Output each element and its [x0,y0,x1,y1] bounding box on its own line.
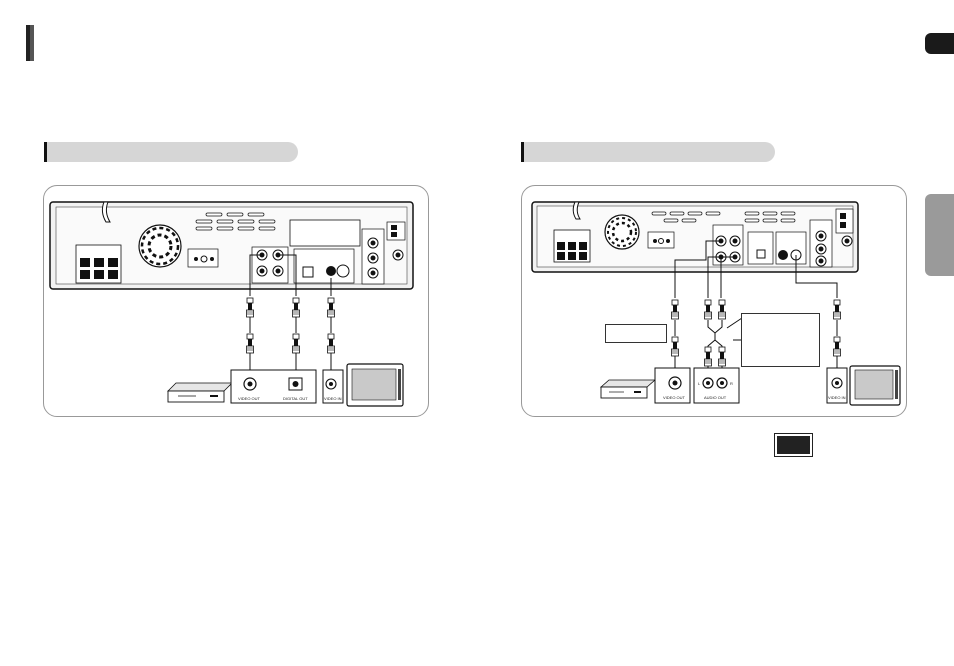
chapter-side-tab[interactable] [925,194,954,276]
note-badge [774,433,813,457]
callout-box-video [605,324,667,343]
language-tab[interactable] [925,33,954,54]
video-output-panel-right: VIDEO OUT [654,367,691,404]
page-title-marker [26,25,34,61]
source-device-right [599,379,657,399]
section-header-left [44,142,298,162]
label-audio-l: L [698,381,701,386]
section-header-right [521,142,775,162]
label-audio-r: R [730,381,733,386]
section-header-right-stripe [521,142,524,162]
label-video-out-left: VIDEO OUT [238,396,261,401]
label-video-in-left: VIDEO IN [324,396,342,401]
callout-box-audio [741,313,820,367]
tv-left: VIDEO IN [322,363,404,407]
audio-output-panel-right: L R AUDIO OUT [693,367,740,404]
source-device-left [167,382,233,403]
tv-right: VIDEO IN [826,365,901,406]
label-video-in-right: VIDEO IN [828,395,846,400]
cables-right [674,240,838,374]
output-panel-left: VIDEO OUT DIGITAL OUT [230,369,317,404]
section-header-left-stripe [44,142,47,162]
label-video-out-right: VIDEO OUT [663,395,686,400]
label-audio-out: AUDIO OUT [704,395,727,400]
receiver-unit-left [49,201,414,290]
label-digital-out-left: DIGITAL OUT [283,396,308,401]
receiver-unit-right [531,201,859,273]
